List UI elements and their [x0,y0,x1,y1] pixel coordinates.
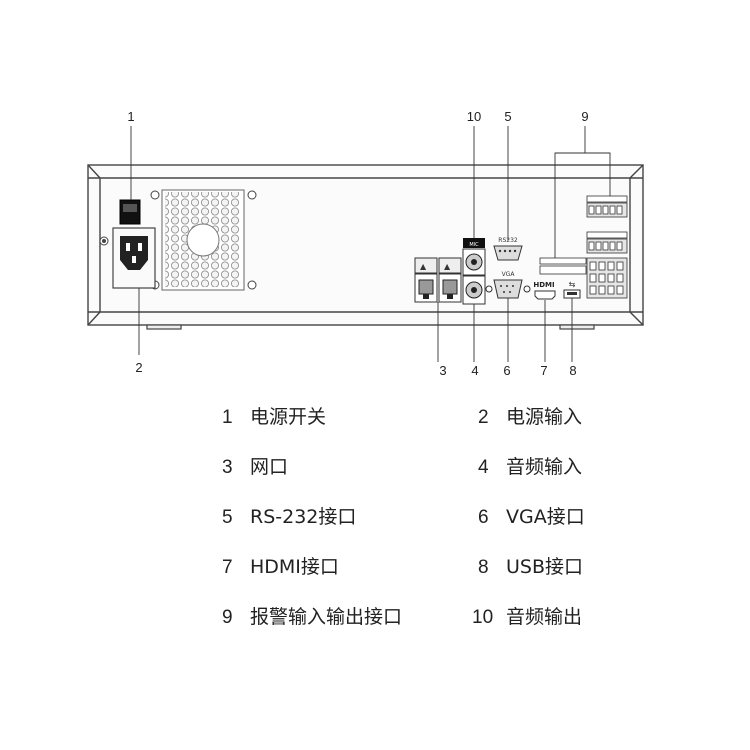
callout-2: 2 [135,360,142,375]
legend-number: 1 [222,407,233,428]
legend-item: 4 音频输入 [478,452,582,479]
legend-label: USB接口 [506,556,584,578]
legend-label: 电源输入 [506,406,583,428]
callout-1: 1 [127,109,134,124]
legend-label: 电源开关 [250,406,327,428]
power-socket [112,227,156,289]
legend-number: 9 [222,607,233,628]
callout-4: 4 [471,363,478,378]
legend-label: RS-232接口 [250,506,357,528]
audio-jacks: MIC [462,238,486,305]
audio-label: MIC [469,242,479,248]
leader-lines [130,126,611,362]
legend-number: 2 [478,407,489,428]
legend-number: 3 [222,457,233,478]
network-ports: ▲ ▲ [414,257,462,303]
legend-item: 2 电源输入 [478,402,582,429]
legend-number: 10 [472,607,494,628]
hdmi-label: HDMI [533,281,554,289]
legend-number: 8 [478,557,489,578]
callout-7: 7 [540,363,547,378]
legend-number: 5 [222,507,233,528]
foot [146,324,595,330]
legend-number: 6 [478,507,489,528]
legend-label: HDMI接口 [250,556,339,578]
fan-grille [161,189,245,291]
callout-6: 6 [503,363,510,378]
legend-number: 7 [222,557,233,578]
svg-text:▲: ▲ [444,262,451,271]
legend-item: 5 RS-232接口 [222,502,356,529]
callout-3: 3 [439,363,446,378]
legend-item: 3 网口 [222,452,288,479]
callout-8: 8 [569,363,576,378]
alarm-terminals [539,195,628,299]
callout-numbers: 1 2 3 4 5 6 7 8 9 10 [127,109,588,378]
legend-item: 10 音频输出 [472,602,582,629]
callout-10: 10 [467,109,481,124]
screw [99,190,257,290]
callout-5: 5 [504,109,511,124]
callout-9: 9 [581,109,588,124]
legend-item: 7 HDMI接口 [222,552,339,579]
legend-label: VGA接口 [506,506,585,528]
vga-label: VGA [502,271,516,278]
svg-text:▲: ▲ [420,262,427,271]
legend-label: 音频输出 [506,606,583,628]
hdmi-port: HDMI [533,281,556,300]
rs232-port: RS232 [493,237,523,261]
legend-item: 1 电源开关 [222,402,326,429]
vga-port: VGA [485,271,531,299]
rs232-label: RS232 [498,237,518,244]
legend-label: 音频输入 [506,456,583,478]
legend-item: 6 VGA接口 [478,502,585,529]
legend-number: 4 [478,457,489,478]
legend-label: 报警输入输出接口 [250,606,403,628]
power-switch [119,199,141,225]
svg-text:⇆: ⇆ [569,280,576,289]
legend-label: 网口 [250,456,289,478]
legend-item: 9 报警输入输出接口 [222,602,402,629]
legend-item: 8 USB接口 [478,552,583,579]
